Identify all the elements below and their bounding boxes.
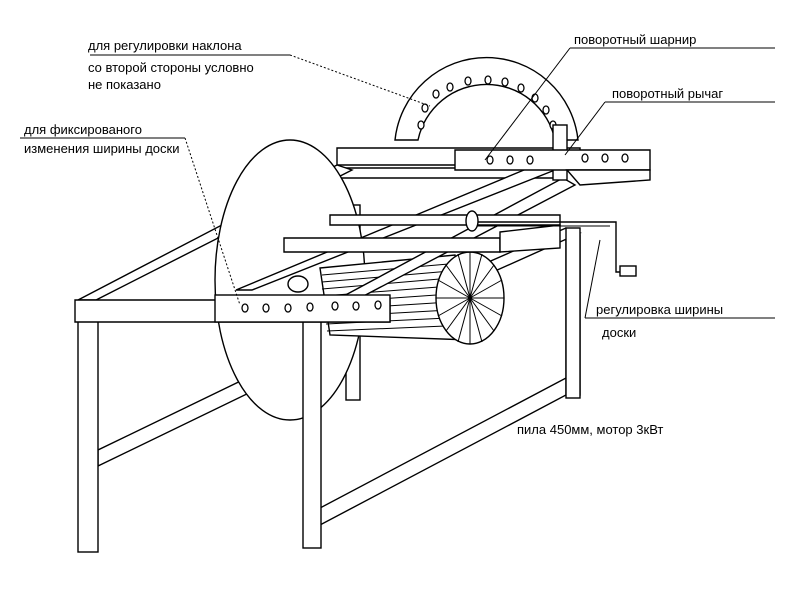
label-pivot-joint: поворотный шарнир xyxy=(574,32,696,47)
shaft-coupling xyxy=(287,275,309,293)
label-tilt-adjust-3: не показано xyxy=(88,77,161,92)
label-width-adjust-1: регулировка ширины xyxy=(596,302,723,317)
motor-fan-spokes xyxy=(436,252,504,344)
crank-handle xyxy=(619,265,637,277)
back-top-rail xyxy=(454,149,651,186)
label-pivot-lever: поворотный рычаг xyxy=(612,86,723,101)
label-width-adjust-2: доски xyxy=(602,325,636,340)
pivot-bearing xyxy=(465,210,479,232)
label-specs: пила 450мм, мотор 3кВт xyxy=(517,422,663,437)
back-rail-holes xyxy=(486,153,629,165)
label-fixed-width-2: изменения ширины доски xyxy=(24,141,179,156)
front-legs xyxy=(77,227,581,553)
leader-lines xyxy=(20,47,775,319)
label-tilt-adjust-2: со второй стороны условно xyxy=(88,60,254,75)
label-fixed-width-1: для фиксированого xyxy=(24,122,142,137)
front-adjust-plate xyxy=(214,294,391,323)
label-tilt-adjust-1: для регулировки наклона xyxy=(88,38,242,53)
annotations: для регулировки наклона со второй сторон… xyxy=(24,32,723,437)
front-plate-holes xyxy=(241,300,382,313)
front-beam xyxy=(74,294,391,323)
